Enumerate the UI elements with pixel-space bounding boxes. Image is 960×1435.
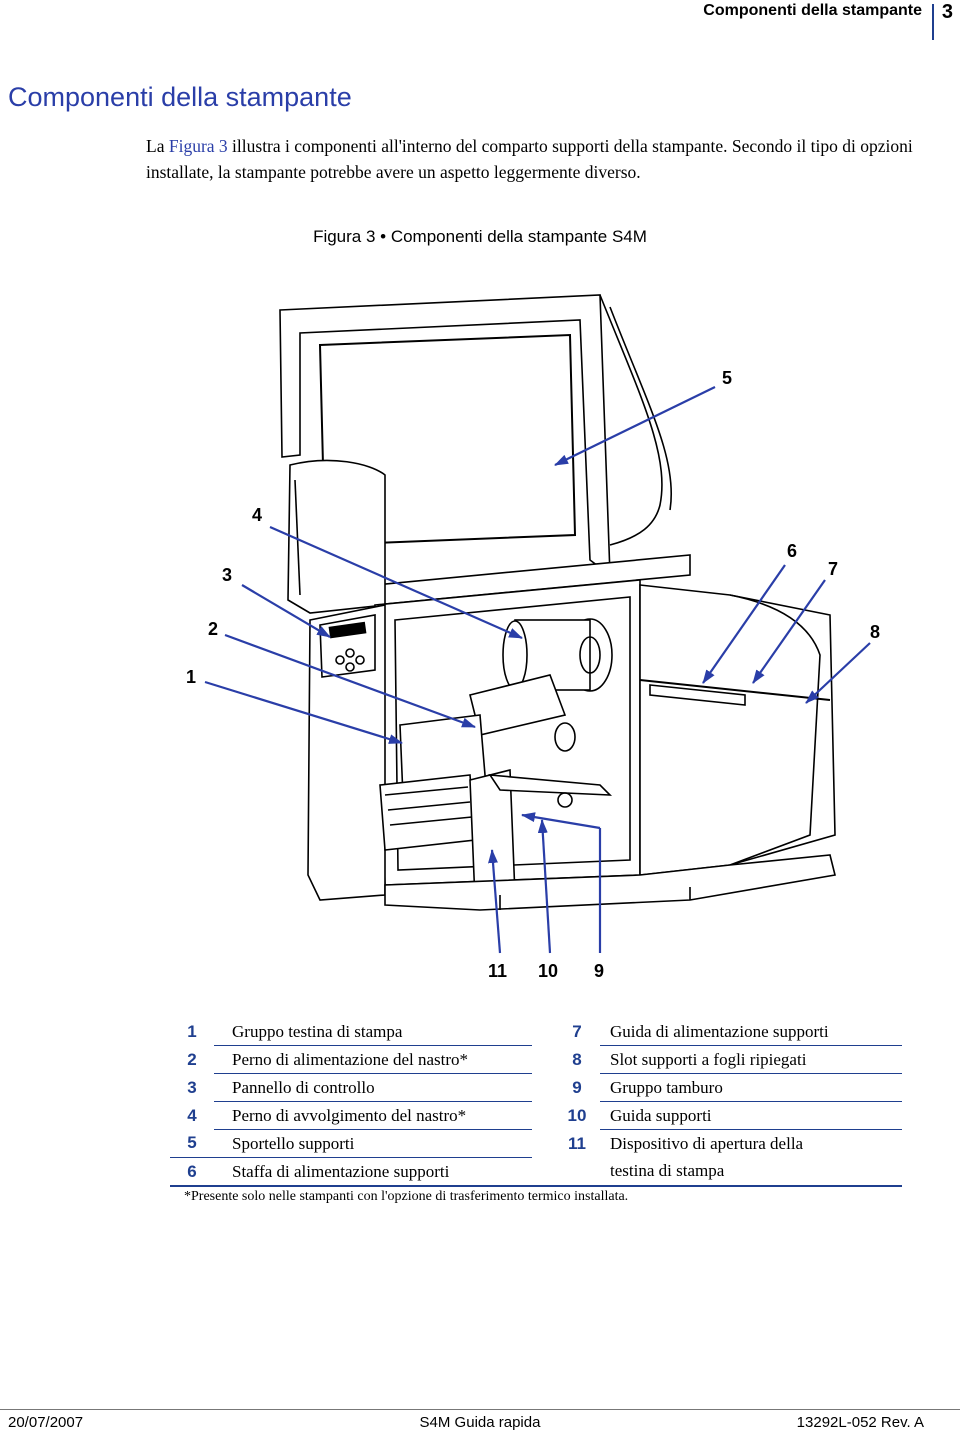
legend-footnote: *Presente solo nelle stampanti con l'opz… [184,1189,629,1204]
legend-number: 11 [568,1133,586,1153]
leader-1 [204,680,403,745]
callout-7: 7 [828,559,838,579]
legend-number [554,1157,600,1187]
section-heading: Componenti della stampante [8,82,352,112]
legend-row: 5 Sportello supporti 11 Dispositivo di a… [170,1129,902,1158]
leader-10 [537,819,552,954]
printer-drawing [279,294,836,911]
leader-4 [269,525,523,640]
intro-text-start: La [146,136,169,156]
legend-text: Guida supporti [600,1101,902,1130]
callout-6: 6 [787,541,797,561]
legend-row: 4 Perno di avvolgimento del nastro* 10 G… [170,1101,902,1130]
legend-number: 9 [572,1077,582,1097]
callout-2: 2 [208,619,218,639]
callout-labels: 1 2 3 4 5 6 7 8 9 10 11 [186,368,880,981]
leader-6 [702,564,786,684]
running-header: Componenti della stampante 3 [0,0,960,48]
callout-11: 11 [488,961,507,981]
figure-link[interactable]: Figura 3 [168,136,228,156]
legend-text: Perno di avvolgimento del nastro* [214,1101,532,1130]
legend-text: Slot supporti a fogli ripiegati [600,1045,902,1074]
intro-paragraph: La Figura 3 illustra i componenti all'in… [146,133,936,185]
callout-8: 8 [870,622,880,642]
page-number: 3 [941,1,953,23]
printer-illustration: 1 2 3 4 5 6 7 8 9 10 11 [186,294,880,981]
footer-title: S4M Guida rapida [419,1414,541,1431]
legend-number: 5 [170,1129,214,1158]
callout-leaders [204,386,871,954]
callout-5: 5 [722,368,732,388]
legend-number: 4 [187,1105,197,1125]
legend-text: Guida di alimentazione supporti [600,1018,902,1046]
legend-number: 10 [567,1105,587,1125]
leader-5 [554,386,716,466]
legend-number: 3 [187,1077,197,1097]
footer-doc-number: 13292L-052 Rev. A [796,1414,924,1431]
legend-text: Gruppo testina di stampa [214,1018,532,1046]
leader-7 [752,579,826,684]
legend-number: 1 [187,1021,197,1041]
footer-date: 20/07/2007 [8,1414,84,1431]
legend-text: Staffa di alimentazione supporti [214,1157,532,1187]
leader-9b [521,812,601,830]
legend-number: 8 [572,1049,582,1069]
legend-text: Sportello supporti [214,1129,532,1158]
legend-table: 1 Gruppo testina di stampa 7 Guida di al… [170,1018,902,1187]
callout-10: 10 [538,961,558,981]
legend-text: Gruppo tamburo [600,1073,902,1102]
legend-number: 6 [170,1157,214,1187]
legend-text: Dispositivo di apertura della [610,1133,804,1153]
legend-number: 7 [572,1021,582,1041]
leader-8 [805,642,871,704]
footer-divider [0,1409,960,1410]
legend-row: 6 Staffa di alimentazione supporti testi… [170,1157,902,1187]
figure-caption: Figura 3 • Componenti della stampante S4… [313,227,647,246]
callout-4: 4 [252,505,262,525]
running-title: Componenti della stampante [703,2,922,19]
leader-2 [224,633,476,729]
legend-row: 3 Pannello di controllo 9 Gruppo tamburo [170,1073,902,1102]
legend-text: testina di stampa [600,1157,902,1187]
callout-1: 1 [186,667,196,687]
legend-row: 1 Gruppo testina di stampa 7 Guida di al… [170,1018,902,1046]
leader-11 [488,849,502,954]
legend-row: 2 Perno di alimentazione del nastro* 8 S… [170,1045,902,1074]
intro-text-end: illustra i componenti all'interno del co… [146,136,913,182]
legend-text: Pannello di controllo [214,1073,532,1102]
leader-3 [241,584,331,638]
legend-text: Perno di alimentazione del nastro* [214,1045,532,1074]
callout-9: 9 [594,961,604,981]
legend-number: 2 [187,1049,197,1069]
header-divider [932,4,934,40]
callout-3: 3 [222,565,232,585]
